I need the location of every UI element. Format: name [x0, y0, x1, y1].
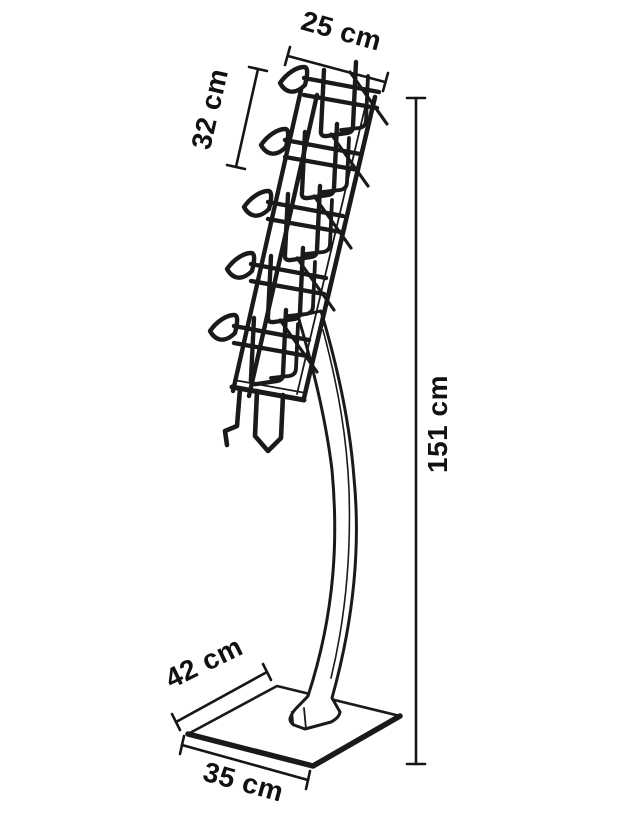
dim-rack-depth-tick-start: [247, 65, 269, 73]
rack-lower-v-loop: [252, 388, 286, 454]
dim-base-width-line: [180, 743, 310, 782]
rack-right-rail-inner: [296, 94, 369, 395]
dim-pocket-width-label: 25 cm: [298, 5, 385, 57]
rack-lower-z-hook: [222, 386, 243, 448]
base-back-edges: [186, 684, 402, 736]
dim-base-width-label: 35 cm: [200, 756, 287, 808]
dim-base-depth-tick-end: [261, 662, 273, 682]
dim-pocket-width-tick-start: [283, 45, 292, 67]
dim-base-depth-label: 42 cm: [160, 631, 247, 695]
rack-right-rail: [301, 94, 378, 401]
pole-foot-bevel: [290, 710, 295, 727]
dim-base-depth-tick-start: [170, 712, 182, 732]
dim-rack-depth-label: 32 cm: [185, 65, 234, 152]
pole-inner-highlight: [322, 329, 351, 679]
pole: [288, 309, 358, 731]
dim-pocket-width-line: [286, 54, 387, 84]
dim-total-height-label: 151 cm: [422, 375, 453, 473]
base-front-edges: [185, 713, 403, 769]
literature-rack: [210, 62, 387, 454]
dim-rack-depth: 32 cm: [185, 65, 269, 171]
dim-base-width-tick-start: [178, 734, 186, 756]
dim-rack-depth-tick-end: [225, 163, 247, 171]
rack-bottom-bar: [229, 384, 307, 403]
dim-rack-depth-line: [234, 67, 260, 169]
dim-pocket-width: 25 cm: [283, 5, 390, 93]
pole-outline: [288, 309, 358, 731]
dim-pocket-width-tick-end: [381, 71, 390, 93]
rack-bottom-bar-inner: [233, 379, 307, 394]
pole-foot-facet: [303, 707, 307, 730]
dim-base-width-tick-end: [304, 769, 312, 791]
dim-base-depth-line: [174, 670, 269, 724]
dim-total-height: 151 cm: [405, 96, 453, 766]
pocket-3: [244, 186, 351, 260]
pocket-1: [280, 62, 387, 136]
